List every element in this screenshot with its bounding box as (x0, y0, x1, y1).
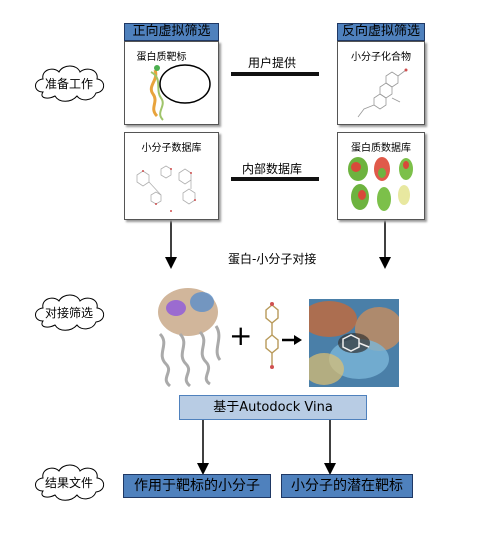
forward-result-box: 作用于靶标的小分子 (123, 474, 271, 498)
internal-db-label: 内部数据库 (242, 162, 303, 176)
cloud-icon (35, 65, 105, 102)
prep-stage-label: 准备工作 (44, 77, 93, 91)
cloud-icon (35, 464, 105, 501)
ligand-structure-icon (265, 302, 302, 369)
small-molecule-label: 小分子化合物 (351, 52, 411, 63)
docking-stage-label: 对接筛选 (44, 306, 93, 320)
prep-cloud: 准备工作 (31, 62, 107, 104)
docking-cloud: 对接筛选 (31, 291, 107, 333)
small-molecule-library-panel: 小分子数据库 (124, 132, 219, 220)
binding-site-ellipse (159, 64, 211, 104)
user-provided-connector (231, 72, 319, 76)
small-molecule-panel: 小分子化合物 (337, 41, 425, 125)
docked-complex-image (309, 299, 399, 387)
forward-screening-title: 正向虚拟筛选 (124, 23, 219, 41)
protein-ribbon-icon (149, 64, 211, 121)
internal-db-connector (231, 177, 319, 181)
method-box: 基于Autodock Vina (179, 395, 367, 420)
results-stage-label: 结果文件 (44, 476, 93, 490)
molecule-structures-icon (136, 165, 196, 212)
reverse-result-box: 小分子的潜在靶标 (281, 474, 413, 498)
protein-target-label: 蛋白质靶标 (136, 52, 187, 63)
plus-icon: + (229, 319, 253, 352)
protein-library-panel: 蛋白质数据库 (337, 132, 425, 220)
results-cloud: 结果文件 (31, 461, 107, 503)
small-molecule-library-label: 小分子数据库 (141, 143, 202, 154)
docking-label: 蛋白-小分子对接 (228, 252, 317, 266)
protein-complex-icon (158, 288, 222, 388)
protein-structures-icon (348, 157, 413, 211)
user-provided-label: 用户提供 (248, 56, 297, 70)
cloud-icon (35, 294, 105, 331)
steroid-structure-icon (357, 68, 408, 118)
protein-target-panel: 蛋白质靶标 (124, 41, 219, 125)
reverse-screening-title: 反向虚拟筛选 (337, 23, 425, 41)
protein-library-label: 蛋白质数据库 (351, 143, 411, 154)
